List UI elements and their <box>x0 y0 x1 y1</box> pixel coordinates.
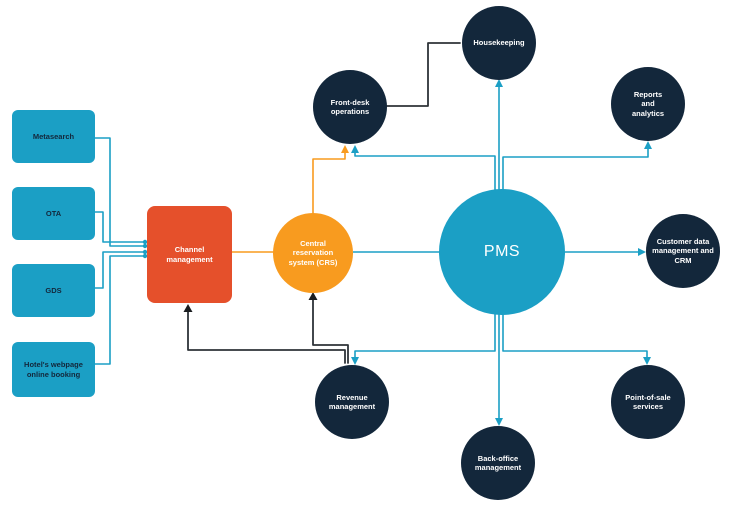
node-channel-management-label: Channel management <box>166 245 213 264</box>
node-back-office-management: Back-office management <box>461 426 535 500</box>
connector-endpoint-dots <box>142 239 148 259</box>
teal-arrowheads <box>351 79 652 426</box>
node-crs: Central reservation system (CRS) <box>273 213 353 293</box>
arrow-into-frontdesk-orange <box>341 145 349 153</box>
node-ota: OTA <box>12 187 95 240</box>
node-reports-and-analytics: Reports and analytics <box>611 67 685 141</box>
node-back-office-management-label: Back-office management <box>474 453 522 472</box>
node-hotel-webpage-label: Hotel's webpage online booking <box>24 360 83 379</box>
black-arrowheads <box>183 292 318 312</box>
connector-frontdesk-housekeeping <box>385 42 461 107</box>
node-customer-data-management-and-crm-label: Customer data management and CRM <box>652 236 714 265</box>
connector-pms-pos <box>502 313 648 360</box>
connector-ota-channel <box>94 211 146 243</box>
node-gds-label: GDS <box>45 285 62 295</box>
node-point-of-sale-services: Point-of-sale services <box>611 365 685 439</box>
node-crs-label: Central reservation system (CRS) <box>288 238 338 267</box>
node-housekeeping-label: Housekeeping <box>473 38 525 48</box>
connector-pms-revenue <box>354 313 496 360</box>
node-revenue-management-label: Revenue management <box>328 392 376 411</box>
node-channel-management: Channel management <box>147 206 232 303</box>
node-front-desk-operations: Front-desk operations <box>313 70 387 144</box>
connector-gds-channel <box>94 251 146 289</box>
connector-hotelwebpage-channel <box>94 255 146 365</box>
node-housekeeping: Housekeeping <box>462 6 536 80</box>
node-ota-label: OTA <box>45 208 62 218</box>
connector-revenue-channel <box>187 308 346 364</box>
node-point-of-sale-services-label: Point-of-sale services <box>625 392 671 411</box>
connector-crs-frontdesk <box>312 149 346 215</box>
node-reports-and-analytics-label: Reports and analytics <box>631 89 665 118</box>
node-front-desk-operations-label: Front-desk operations <box>330 97 370 116</box>
connector-pms-reports <box>502 146 649 192</box>
connector-pms-frontdesk <box>354 150 496 192</box>
node-pms-label: PMS <box>483 243 521 260</box>
connector-metasearch-channel <box>94 137 146 247</box>
node-pms: PMS <box>439 189 565 315</box>
node-revenue-management: Revenue management <box>315 365 389 439</box>
connector-revenue-crs <box>312 296 349 364</box>
node-hotel-webpage: Hotel's webpage online booking <box>12 342 95 397</box>
node-customer-data-management-and-crm: Customer data management and CRM <box>646 214 720 288</box>
node-metasearch-label: Metasearch <box>32 131 75 141</box>
node-metasearch: Metasearch <box>12 110 95 163</box>
node-gds: GDS <box>12 264 95 317</box>
